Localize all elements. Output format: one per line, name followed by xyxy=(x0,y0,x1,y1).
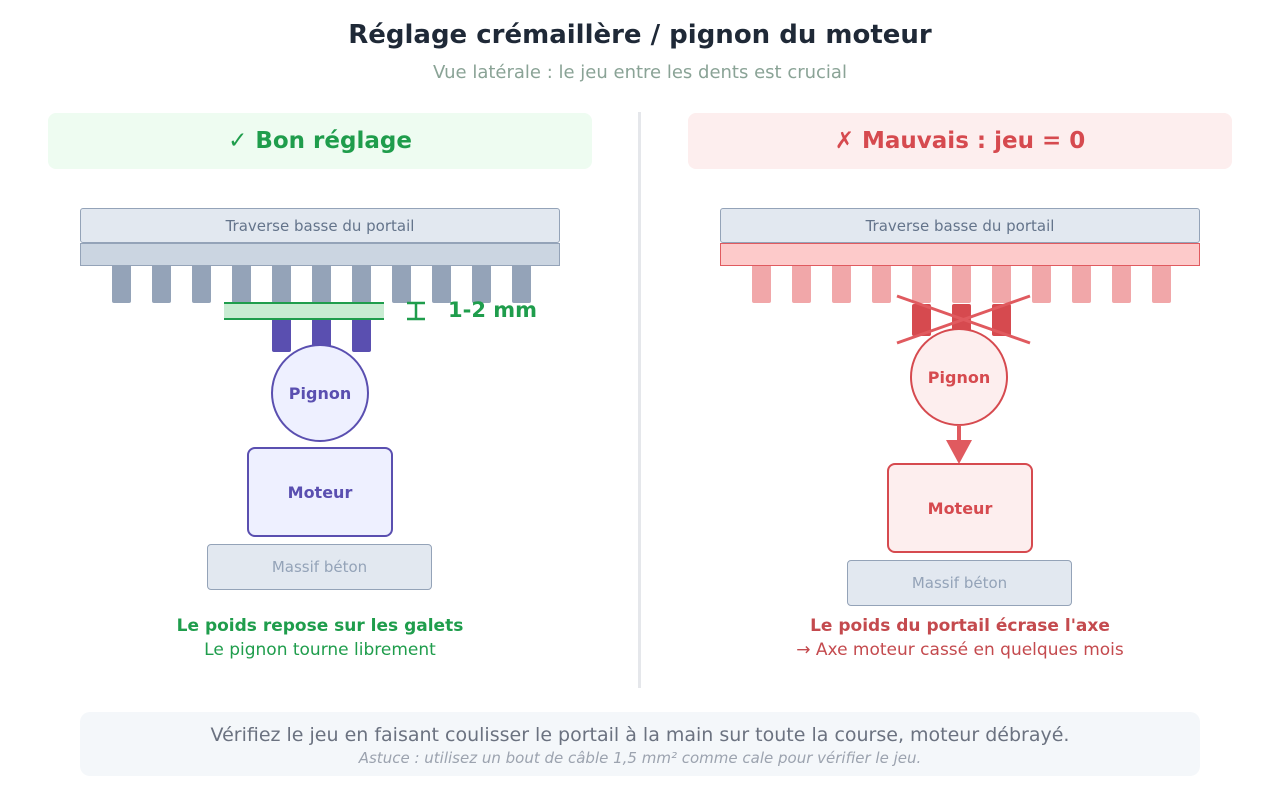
good-caption-text: Le pignon tourne librement xyxy=(204,640,436,660)
bad-gate-traverse: Traverse basse du portail xyxy=(720,208,1200,243)
rack-tooth xyxy=(472,266,491,303)
panel-divider xyxy=(638,112,641,688)
bad-caption-text: → Axe moteur cassé en quelques mois xyxy=(796,640,1124,660)
rack-tooth xyxy=(992,266,1011,303)
gap-shim xyxy=(224,302,384,320)
bad-caption: Le poids du portail écrase l'axe → Axe m… xyxy=(688,616,1232,660)
good-panel-heading: ✓ Bon réglage xyxy=(48,113,592,169)
page-title: Réglage crémaillère / pignon du moteur xyxy=(348,20,932,50)
pinion-tooth xyxy=(312,318,331,348)
good-pinion: Pignon xyxy=(271,344,369,442)
rack-tooth xyxy=(752,266,771,303)
rack-tooth xyxy=(112,266,131,303)
good-motor: Moteur xyxy=(247,447,393,537)
good-gate-traverse: Traverse basse du portail xyxy=(80,208,560,243)
bad-pinion: Pignon xyxy=(910,328,1008,426)
good-rack-bar xyxy=(80,243,560,266)
footer-text: Vérifiez le jeu en faisant coulisser le … xyxy=(210,724,1070,746)
pinion-tooth xyxy=(992,304,1011,336)
pinion-tooth xyxy=(352,318,371,352)
page-subtitle: Vue latérale : le jeu entre les dents es… xyxy=(433,62,847,83)
bad-panel-heading: ✗ Mauvais : jeu = 0 xyxy=(688,113,1232,169)
pinion-tooth xyxy=(912,304,931,336)
rack-tooth xyxy=(792,266,811,303)
bad-motor: Moteur xyxy=(887,463,1033,553)
rack-tooth xyxy=(352,266,371,303)
good-concrete-base: Massif béton xyxy=(207,544,432,590)
good-caption: Le poids repose sur les galets Le pignon… xyxy=(48,616,592,660)
rack-tooth xyxy=(952,266,971,303)
pinion-tooth xyxy=(272,318,291,352)
rack-tooth xyxy=(1032,266,1051,303)
rack-tooth xyxy=(432,266,451,303)
rack-tooth xyxy=(392,266,411,303)
bad-rack-bar xyxy=(720,243,1200,266)
rack-tooth xyxy=(1152,266,1171,303)
rack-tooth xyxy=(1112,266,1131,303)
rack-tooth xyxy=(152,266,171,303)
good-caption-title: Le poids repose sur les galets xyxy=(176,616,464,636)
footer-note: Vérifiez le jeu en faisant coulisser le … xyxy=(80,712,1200,776)
rack-tooth xyxy=(512,266,531,303)
rack-tooth xyxy=(1072,266,1091,303)
rack-tooth xyxy=(272,266,291,303)
gap-label: 1-2 mm xyxy=(448,298,538,322)
footer-tip: Astuce : utilisez un bout de câble 1,5 m… xyxy=(358,749,922,767)
bad-caption-title: Le poids du portail écrase l'axe xyxy=(810,616,1110,636)
rack-tooth xyxy=(192,266,211,303)
bad-concrete-base: Massif béton xyxy=(847,560,1072,606)
rack-tooth xyxy=(232,266,251,303)
rack-tooth xyxy=(312,266,331,303)
rack-tooth xyxy=(832,266,851,303)
rack-tooth xyxy=(872,266,891,303)
rack-tooth xyxy=(912,266,931,303)
